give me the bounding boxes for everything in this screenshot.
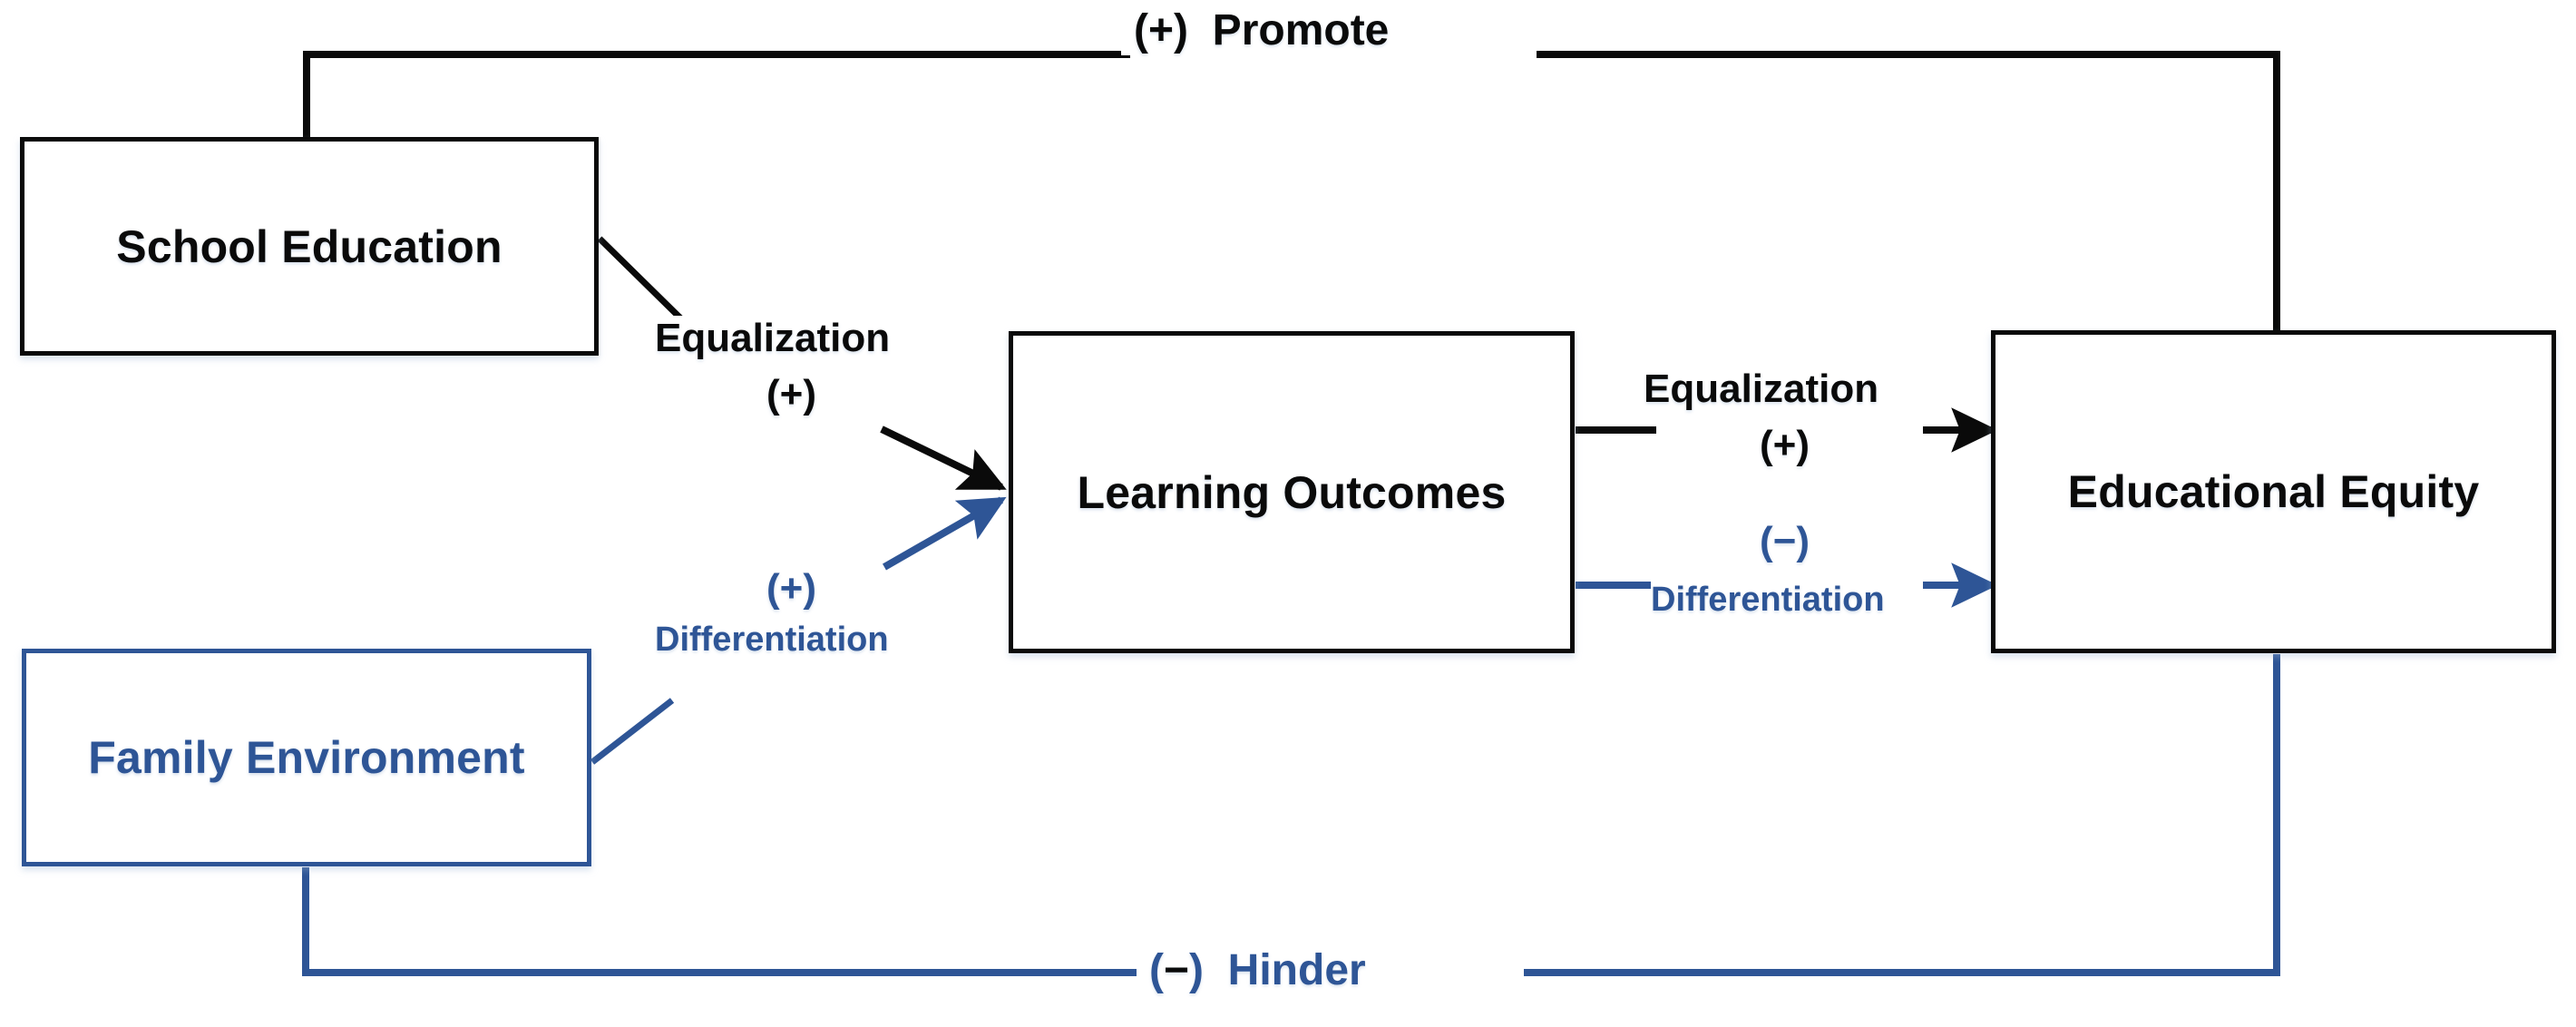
edge-label-minus-right: (−): [1760, 519, 1810, 564]
hinder-sign-mark: −: [1163, 946, 1190, 994]
connector-school-to-equity-promote: [303, 51, 2280, 330]
connector-family-to-learning: [590, 496, 1007, 765]
node-educational-equity[interactable]: Educational Equity: [1991, 330, 2556, 653]
node-family-environment[interactable]: Family Environment: [22, 649, 591, 866]
hinder-sign-open: (: [1149, 946, 1164, 994]
edge-label-plus-left: (+): [766, 372, 816, 417]
connector-school-to-learning: [597, 236, 1007, 491]
edge-label-equalization-right: Equalization: [1644, 367, 1879, 412]
node-family-environment-label: Family Environment: [88, 732, 525, 783]
edge-label-differentiation-left: Differentiation: [655, 621, 889, 660]
edge-label-promote: (+) Promote: [1121, 5, 1402, 55]
edge-label-hinder: (−) Hinder: [1137, 945, 1379, 995]
node-learning-outcomes[interactable]: Learning Outcomes: [1009, 331, 1575, 653]
hinder-text: Hinder: [1227, 946, 1366, 994]
edge-label-differentiation-right: Differentiation: [1651, 581, 1885, 620]
promote-text: Promote: [1212, 6, 1390, 54]
edge-label-equalization-left: Equalization: [655, 316, 891, 361]
hinder-sign-close: ): [1189, 946, 1204, 994]
promote-sign: (+): [1134, 6, 1188, 54]
connector-family-to-equity-hinder: [302, 654, 2280, 976]
edge-label-plus-family: (+): [766, 566, 816, 611]
edge-label-plus-right: (+): [1760, 423, 1810, 468]
node-learning-outcomes-label: Learning Outcomes: [1077, 466, 1507, 518]
node-school-education-label: School Education: [116, 220, 503, 272]
node-educational-equity-label: Educational Equity: [2067, 466, 2480, 517]
node-school-education[interactable]: School Education: [20, 137, 599, 356]
